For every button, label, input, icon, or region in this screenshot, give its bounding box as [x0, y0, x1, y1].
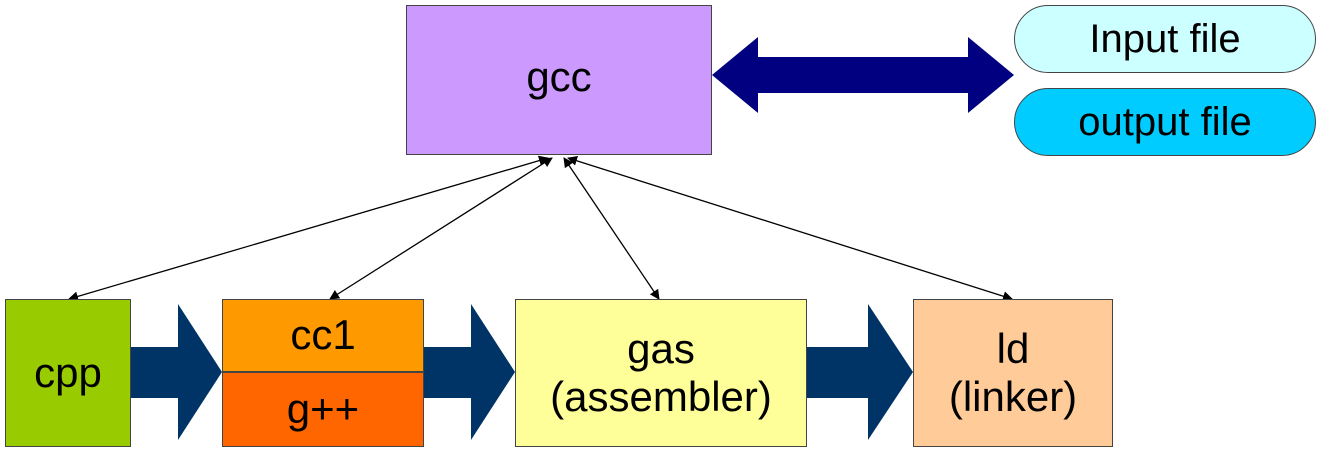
- ld-description: (linker): [948, 373, 1078, 420]
- input-file-node: Input file: [1014, 5, 1316, 73]
- gpp-node: g++: [222, 372, 424, 447]
- output-file-node: output file: [1014, 88, 1316, 156]
- cc1-to-gas-flow-arrow: [424, 304, 515, 440]
- cc1-node: cc1: [222, 299, 424, 372]
- cpp-to-cc1-flow-arrow: [131, 304, 222, 440]
- gcc-node: gcc: [406, 5, 712, 155]
- gpp-label: g++: [286, 385, 360, 433]
- gcc-gas-thin-arrow: [563, 157, 660, 300]
- gas-name: gas: [627, 324, 695, 372]
- input-file-label: Input file: [1089, 16, 1241, 61]
- cpp-label: cpp: [34, 348, 102, 396]
- gcc-cpp-thin-arrow: [68, 155, 549, 302]
- gcc-ld-thin-arrow: [567, 155, 1013, 302]
- output-file-label: output file: [1078, 99, 1252, 144]
- gas-description: (assembler): [550, 373, 772, 420]
- cc1-label: cc1: [290, 311, 356, 359]
- ld-node: ld (linker): [913, 299, 1113, 447]
- gcc-label: gcc: [526, 52, 592, 100]
- gas-to-ld-flow-arrow: [807, 304, 913, 440]
- gcc-files-double-arrow: [712, 37, 1014, 113]
- cpp-node: cpp: [5, 299, 131, 447]
- gas-node: gas (assembler): [515, 299, 807, 447]
- ld-name: ld: [996, 324, 1030, 372]
- gcc-cc1-thin-arrow: [329, 157, 553, 300]
